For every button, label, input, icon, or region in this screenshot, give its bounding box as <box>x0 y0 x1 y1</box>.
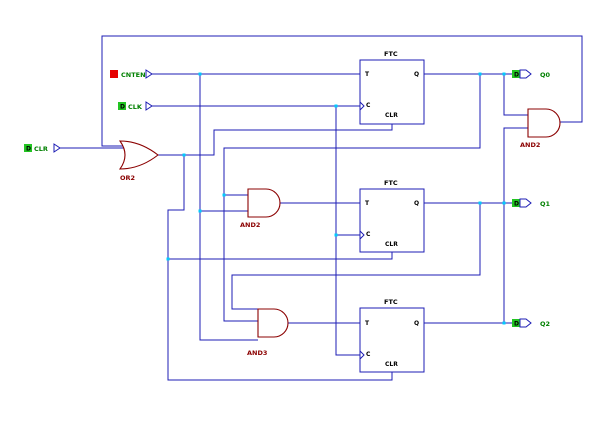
pin-clr-label: CLR <box>385 241 398 248</box>
junction-dot <box>334 233 338 237</box>
and-gate-body <box>247 188 281 218</box>
junction-dot <box>502 321 506 325</box>
port-arrow <box>145 101 153 111</box>
and2-gate-right[interactable]: AND2 <box>520 108 561 149</box>
port-label: CLK <box>128 103 143 111</box>
wire-or-out-up <box>158 124 393 156</box>
input-port-cnten[interactable]: CNTEN <box>110 69 153 79</box>
junction-dot <box>222 193 226 197</box>
and-gate-label: AND2 <box>520 141 540 149</box>
wire-or-out-down <box>167 155 393 381</box>
port-label: Q1 <box>540 200 551 208</box>
junction-dot <box>198 209 202 213</box>
wire-feedback-loop <box>101 35 583 147</box>
pin-t-label: T <box>365 71 370 78</box>
flipflop-body <box>359 307 425 373</box>
or-gate-body <box>118 140 159 170</box>
port-arrow <box>519 198 532 208</box>
pin-q-label: Q <box>414 320 419 327</box>
and-gate-label: AND2 <box>240 221 260 229</box>
junction-dot <box>502 72 506 76</box>
wire-cnten-down <box>199 74 258 341</box>
port-glyph: D <box>26 146 31 153</box>
junction-dot <box>334 104 338 108</box>
output-port-q2[interactable]: D Q2 <box>512 318 550 328</box>
clock-triangle <box>359 349 365 361</box>
port-arrow <box>53 143 61 153</box>
junction-dot <box>502 201 506 205</box>
junction-dot <box>478 201 482 205</box>
pin-clr-label: CLR <box>385 112 398 119</box>
pin-c-label: C <box>366 231 371 238</box>
junction-dot <box>198 72 202 76</box>
and2-gate-middle[interactable]: AND2 <box>240 188 281 229</box>
port-glyph: D <box>514 72 519 79</box>
flipflop-ftc-1[interactable]: FTC T Q C CLR <box>359 179 425 253</box>
port-marker <box>24 144 32 152</box>
or-gate-label: OR2 <box>120 174 135 182</box>
flipflop-ftc-0[interactable]: FTC T Q C CLR <box>359 50 425 125</box>
wire-q0-andR <box>503 74 528 116</box>
port-label: CNTEN <box>121 71 146 79</box>
flipflop-body <box>359 188 425 253</box>
port-glyph: D <box>514 201 519 208</box>
pin-clr-label: CLR <box>385 361 398 368</box>
port-arrow <box>519 318 532 328</box>
pin-q-label: Q <box>414 200 419 207</box>
port-arrow <box>519 69 532 79</box>
clock-triangle <box>359 229 365 241</box>
input-port-clk[interactable]: D CLK <box>118 101 153 111</box>
pin-c-label: C <box>366 351 371 358</box>
and-gate-body <box>527 108 561 138</box>
output-port-q0[interactable]: D Q0 <box>512 69 551 79</box>
clock-triangle <box>359 100 365 112</box>
pin-q-label: Q <box>414 71 419 78</box>
and-gate-label: AND3 <box>247 349 267 357</box>
port-marker <box>512 319 520 327</box>
input-port-clr[interactable]: D CLR <box>24 143 61 153</box>
port-glyph: D <box>514 321 519 328</box>
pin-t-label: T <box>365 200 370 207</box>
wire-or-out-mid <box>168 252 393 260</box>
wire-q0-down <box>223 74 481 322</box>
wire-q1-down <box>231 203 481 310</box>
flipflop-title: FTC <box>384 50 398 58</box>
pin-c-label: C <box>366 102 371 109</box>
port-arrow <box>145 69 153 79</box>
port-glyph: D <box>120 104 125 111</box>
flipflop-title: FTC <box>384 298 398 306</box>
or2-gate[interactable]: OR2 <box>118 140 159 182</box>
junction-dot <box>166 257 170 261</box>
port-label: Q2 <box>540 320 550 328</box>
and3-gate[interactable]: AND3 <box>247 308 289 357</box>
port-marker <box>512 70 520 78</box>
output-port-q1[interactable]: D Q1 <box>512 198 551 208</box>
port-label: Q0 <box>540 71 551 79</box>
flipflop-body <box>359 59 425 125</box>
port-label: CLR <box>34 145 48 153</box>
flipflop-ftc-2[interactable]: FTC T Q C CLR <box>359 298 425 373</box>
port-marker <box>512 199 520 207</box>
and-gate-body <box>257 308 289 338</box>
port-marker <box>118 102 126 110</box>
wire-clk-down <box>335 106 360 356</box>
flipflop-title: FTC <box>384 179 398 187</box>
junction-dot <box>182 153 186 157</box>
wires <box>60 35 583 381</box>
junctions <box>166 72 506 325</box>
pin-t-label: T <box>365 320 370 327</box>
port-marker <box>110 70 118 78</box>
wire-q1-andR <box>503 127 528 203</box>
junction-dot <box>478 72 482 76</box>
